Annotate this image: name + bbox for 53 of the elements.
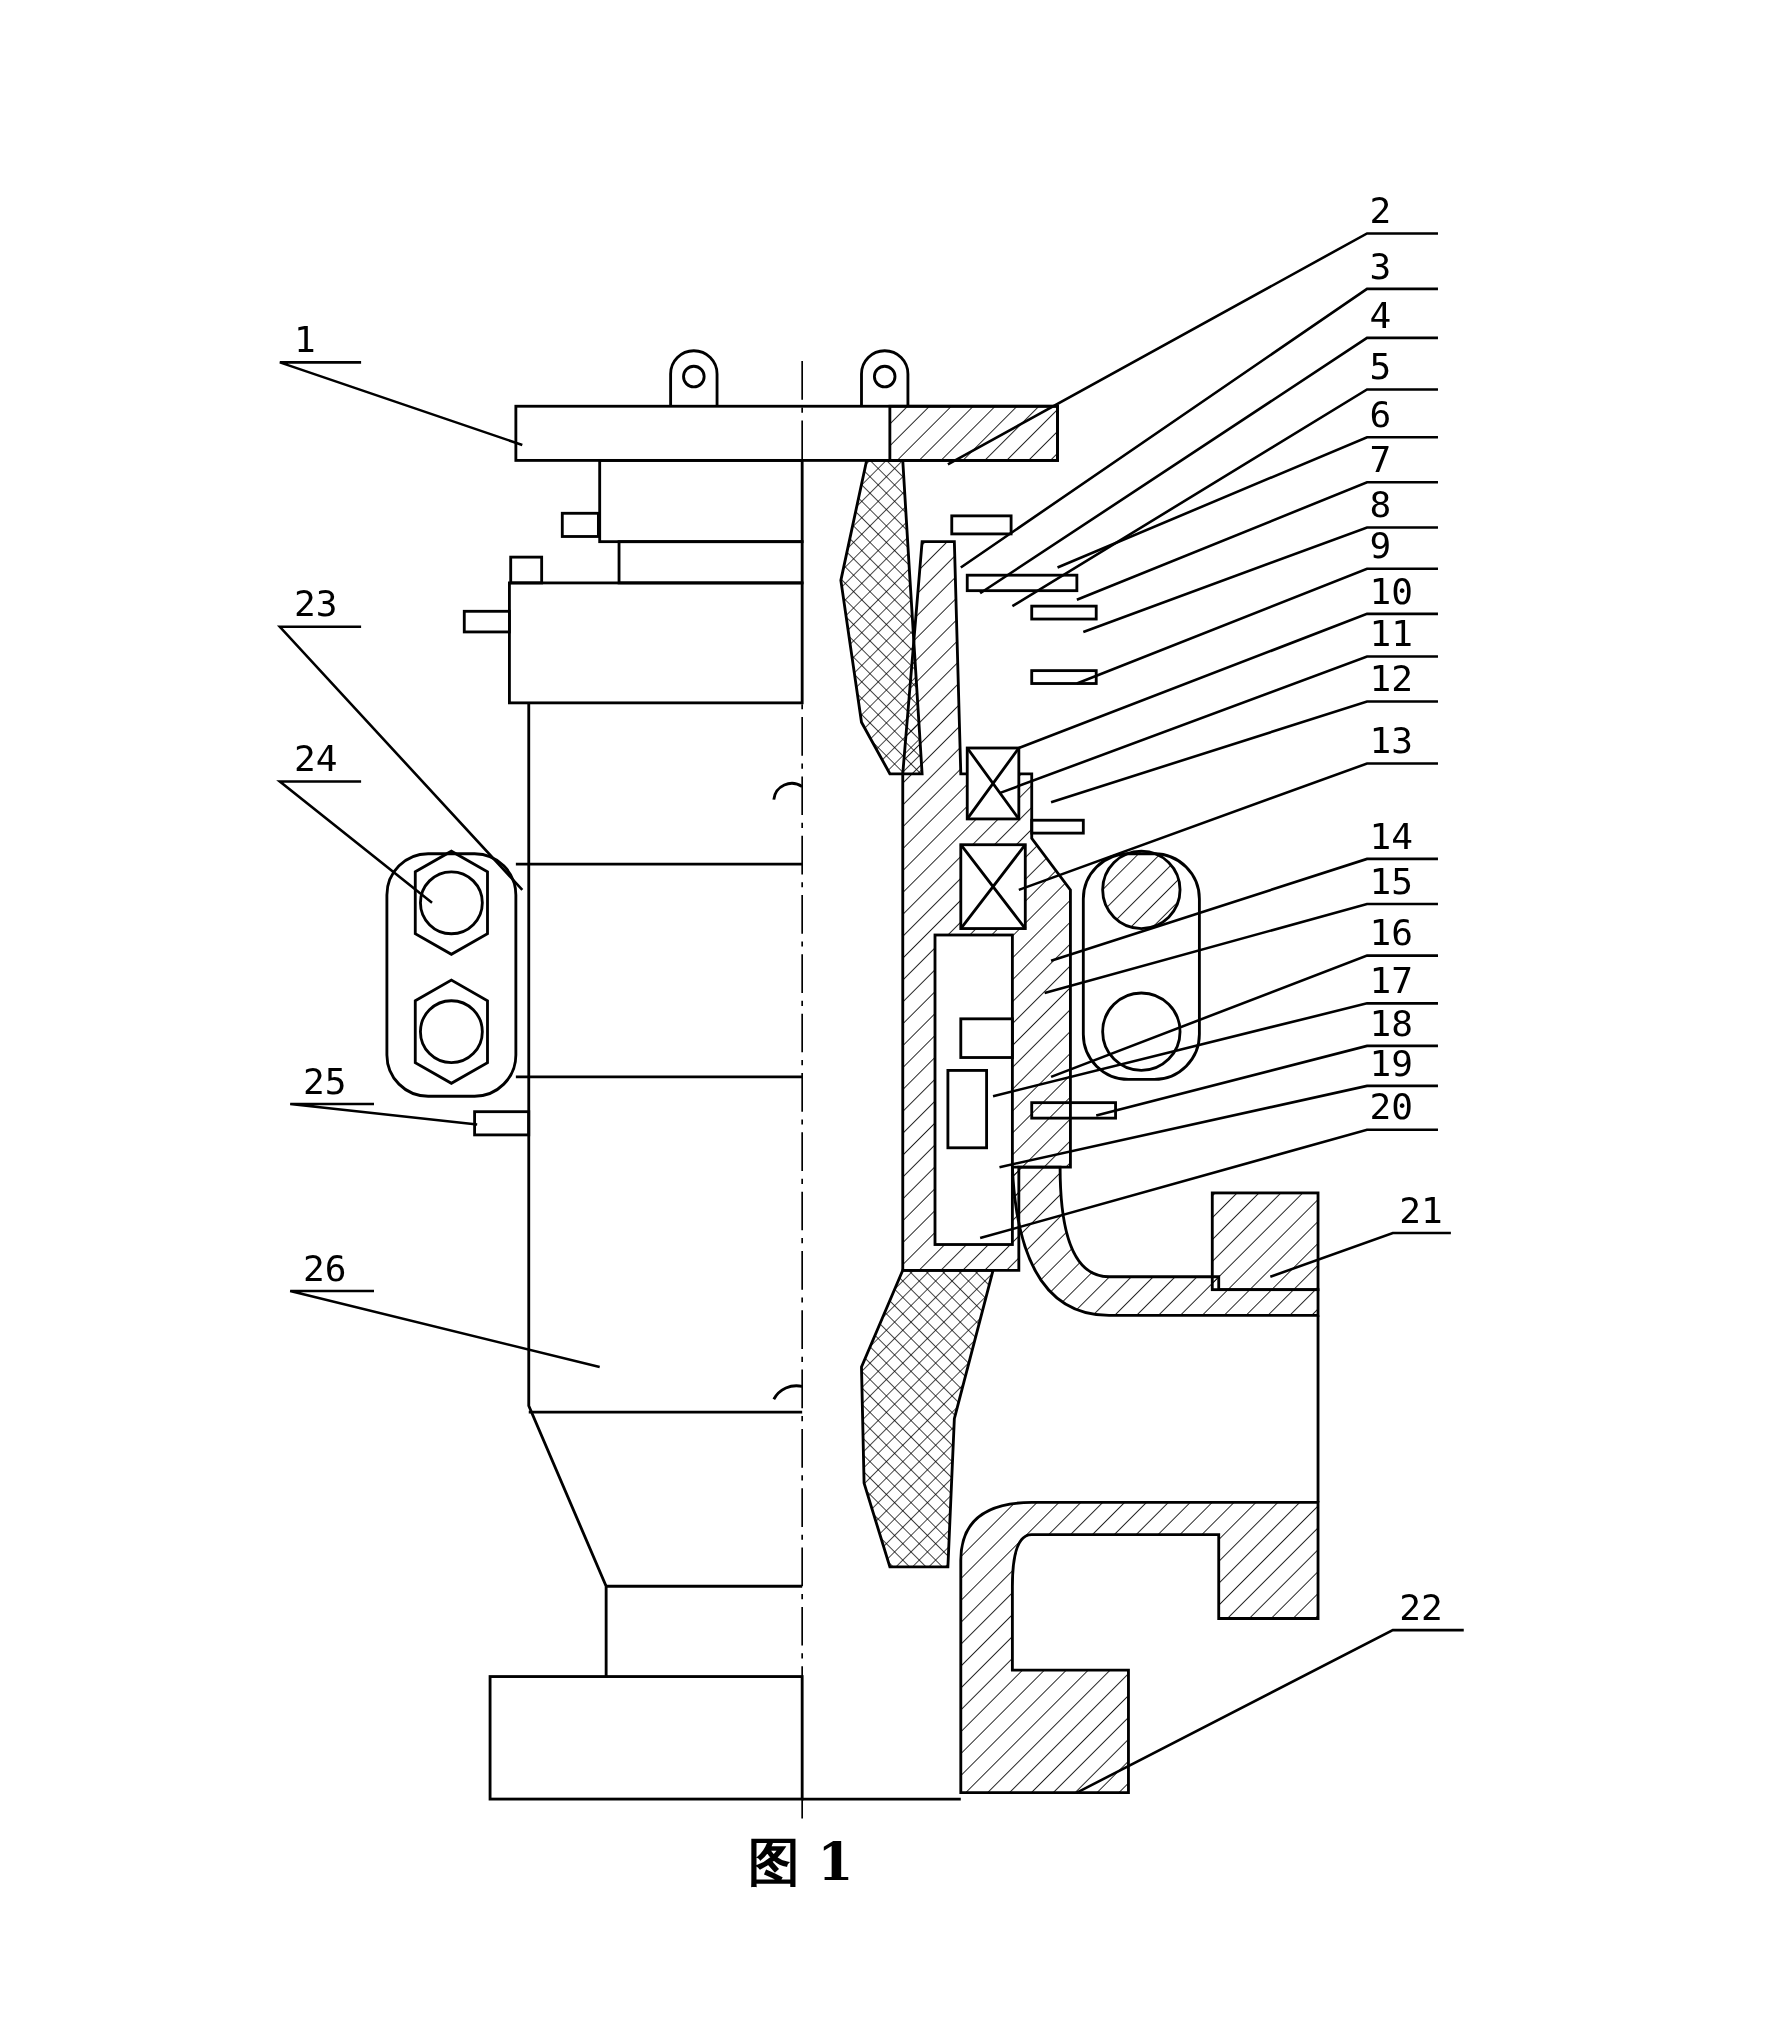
- leader-line: [1076, 567, 1438, 685]
- callout-number: 6: [1369, 397, 1392, 434]
- leader-line: [1269, 1231, 1451, 1278]
- callout-number: 20: [1369, 1089, 1414, 1126]
- callout-number: 26: [303, 1250, 347, 1288]
- leader-line: [947, 232, 1438, 466]
- leader-line: [1076, 1628, 1464, 1794]
- callout-number: 23: [294, 586, 338, 623]
- leader-line: [276, 625, 524, 891]
- callout-number: 8: [1369, 487, 1392, 524]
- callout-number: 11: [1369, 616, 1414, 653]
- leader-line: [1050, 954, 1438, 1079]
- leader-line: [992, 1002, 1438, 1098]
- callout-number: 17: [1369, 963, 1414, 1000]
- leader-line: [1050, 700, 1438, 804]
- callout-number: 19: [1369, 1045, 1414, 1082]
- callout-number: 14: [1369, 818, 1414, 856]
- callout-number: 5: [1369, 349, 1392, 386]
- callout-number: 22: [1399, 1590, 1443, 1627]
- leader-line: [1011, 388, 1438, 608]
- leader-line: [288, 1102, 478, 1126]
- leader-line: [999, 655, 1438, 795]
- callout-number: 18: [1369, 1005, 1414, 1043]
- callout-number: 3: [1369, 248, 1392, 285]
- callout-number: 1: [294, 322, 316, 359]
- leader-line: [960, 287, 1438, 569]
- leader-line: [979, 1128, 1438, 1240]
- leader-line: [1018, 612, 1438, 750]
- callout-number: 25: [303, 1063, 347, 1101]
- leader-line: [1050, 857, 1438, 963]
- figure-caption: 图 1: [748, 1833, 854, 1891]
- callout-number: 2: [1369, 193, 1392, 230]
- callout-number: 9: [1369, 528, 1392, 565]
- leader-line: [979, 336, 1438, 595]
- leader-line: [1082, 526, 1438, 634]
- leader-line: [276, 780, 433, 904]
- callout-number: 21: [1399, 1192, 1443, 1230]
- callout-number: 13: [1369, 723, 1414, 760]
- callout-number: 4: [1369, 297, 1392, 334]
- leader-line: [1095, 1044, 1438, 1117]
- leader-line: [999, 1084, 1438, 1169]
- leader-line: [278, 361, 523, 447]
- callout-number: 7: [1369, 442, 1392, 479]
- callout-number: 10: [1369, 573, 1414, 610]
- leader-line: [1076, 481, 1438, 601]
- callout-number: 16: [1369, 915, 1414, 952]
- leader-line: [1057, 435, 1438, 569]
- leader-line: [1044, 902, 1438, 995]
- leader-line: [288, 1289, 600, 1369]
- leader-line: [1018, 762, 1438, 892]
- callout-number: 24: [294, 741, 338, 778]
- callout-number: 12: [1369, 661, 1414, 698]
- callout-number: 15: [1369, 864, 1414, 901]
